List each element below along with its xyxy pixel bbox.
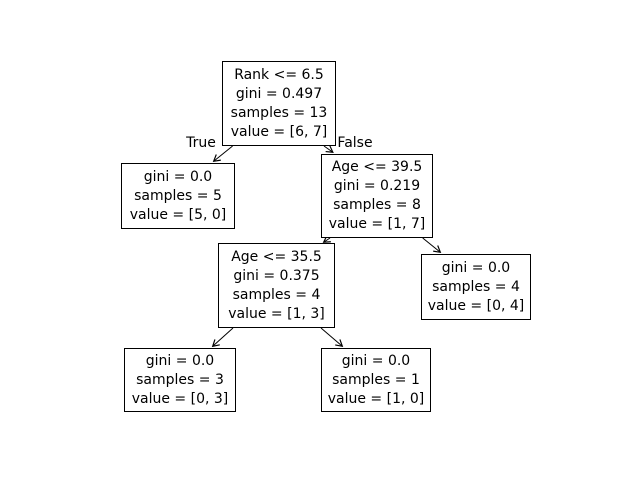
node-samples: samples = 5: [134, 187, 222, 204]
node-samples: samples = 13: [230, 104, 328, 121]
node-gini: gini = 0.0: [341, 352, 411, 369]
edge-label-false: False: [337, 135, 373, 151]
tree-node-age2-internal: Age <= 35.5 gini = 0.375 samples = 4 val…: [218, 243, 335, 328]
edge-root-true: [212, 145, 233, 163]
node-gini: gini = 0.0: [441, 259, 511, 276]
node-condition: Rank <= 6.5: [234, 66, 324, 83]
node-samples: samples = 3: [136, 371, 224, 388]
edge-age2-left: [211, 327, 234, 348]
tree-node-root: Rank <= 6.5 gini = 0.497 samples = 13 va…: [222, 61, 336, 146]
node-value: value = [6, 7]: [230, 123, 328, 140]
node-value: value = [5, 0]: [129, 206, 227, 223]
edge-false-left: [322, 235, 331, 243]
node-gini: gini = 0.0: [145, 352, 215, 369]
node-samples: samples = 8: [333, 197, 421, 213]
node-gini: gini = 0.497: [235, 85, 323, 102]
edge-root-false: [323, 145, 334, 153]
node-gini: gini = 0.375: [233, 267, 320, 284]
node-samples: samples = 4: [232, 286, 321, 303]
edge-label-true: True: [186, 135, 216, 151]
node-condition: Age <= 35.5: [231, 248, 322, 265]
edge-age2-right: [320, 327, 344, 348]
tree-node-age2-true-leaf: gini = 0.0 samples = 3 value = [0, 3]: [124, 348, 236, 412]
node-gini: gini = 0.219: [333, 178, 421, 194]
tree-node-true-leaf: gini = 0.0 samples = 5 value = [5, 0]: [121, 163, 235, 229]
node-gini: gini = 0.0: [143, 168, 213, 185]
tree-node-age2-false-leaf: gini = 0.0 samples = 1 value = [1, 0]: [321, 348, 431, 412]
node-samples: samples = 1: [332, 371, 420, 388]
node-value: value = [0, 4]: [427, 297, 525, 314]
node-condition: Age <= 39.5: [331, 159, 423, 175]
node-value: value = [1, 7]: [328, 216, 426, 232]
edge-false-right: [422, 237, 442, 254]
tree-node-false-internal: Age <= 39.5 gini = 0.219 samples = 8 val…: [321, 154, 433, 238]
node-value: value = [1, 3]: [228, 305, 325, 322]
tree-node-age-false-leaf: gini = 0.0 samples = 4 value = [0, 4]: [421, 254, 531, 320]
node-samples: samples = 4: [432, 278, 520, 295]
node-value: value = [1, 0]: [327, 390, 425, 407]
node-value: value = [0, 3]: [131, 390, 229, 407]
